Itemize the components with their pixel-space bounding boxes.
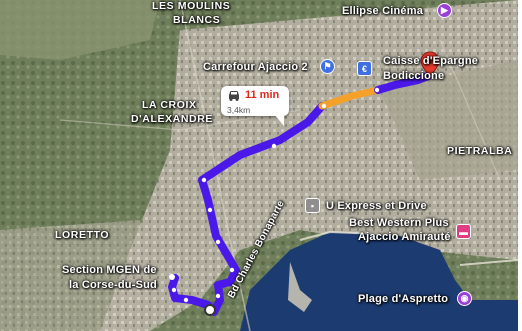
route-line-end: [374, 72, 432, 94]
place-mgen-line2[interactable]: la Corse-du-Sud: [69, 279, 157, 291]
red-pin-icon: [420, 51, 440, 77]
place-caisse-epargne-line1[interactable]: Caisse d'Epargne: [383, 55, 479, 67]
place-plage-aspretto[interactable]: Plage d'Aspretto: [358, 293, 449, 305]
place-carrefour[interactable]: Carrefour Ajaccio 2: [203, 61, 308, 73]
hotel-bed-icon[interactable]: ▬: [456, 224, 471, 239]
route-info-bubble[interactable]: 11 min 3,4km: [221, 86, 289, 116]
bubble-tail: [274, 114, 284, 126]
route-line: [168, 102, 326, 316]
car-icon: [229, 91, 239, 101]
route-duration: 11 min: [245, 89, 280, 101]
route-start-dot-icon: [204, 304, 216, 316]
bank-icon[interactable]: €: [357, 61, 372, 76]
route-distance: 3,4km: [227, 105, 251, 115]
area-loretto: LORETTO: [55, 229, 110, 241]
cinema-icon[interactable]: ▶: [437, 3, 452, 18]
sea: [240, 232, 518, 331]
area-croix-line2: D'ALEXANDRE: [131, 113, 214, 125]
camera-icon[interactable]: ◉: [457, 291, 472, 306]
route-traffic-segment: [318, 86, 382, 110]
route-origin-dot-icon: [169, 274, 175, 280]
area-moulins-line1: LES MOULINS: [152, 0, 231, 12]
area-moulins-line2: BLANCS: [173, 14, 221, 26]
shopping-cart-icon[interactable]: ⚑: [320, 59, 335, 74]
place-ellipse-cinema[interactable]: Ellipse Cinéma: [342, 5, 424, 17]
area-croix-line1: LA CROIX: [142, 99, 197, 111]
place-best-western-line1[interactable]: Best Western Plus: [349, 217, 449, 229]
route-waypoints: [171, 87, 380, 303]
place-mgen-line1[interactable]: Section MGEN de: [62, 264, 157, 276]
shopping-bag-icon[interactable]: ▪: [305, 198, 320, 213]
place-best-western-line2[interactable]: Ajaccio Amirauté: [358, 231, 451, 243]
area-pietralba: PIETRALBA: [447, 145, 513, 157]
place-caisse-epargne-line2[interactable]: Bodiccione: [383, 70, 445, 82]
place-u-express[interactable]: U Express et Drive: [326, 200, 427, 212]
